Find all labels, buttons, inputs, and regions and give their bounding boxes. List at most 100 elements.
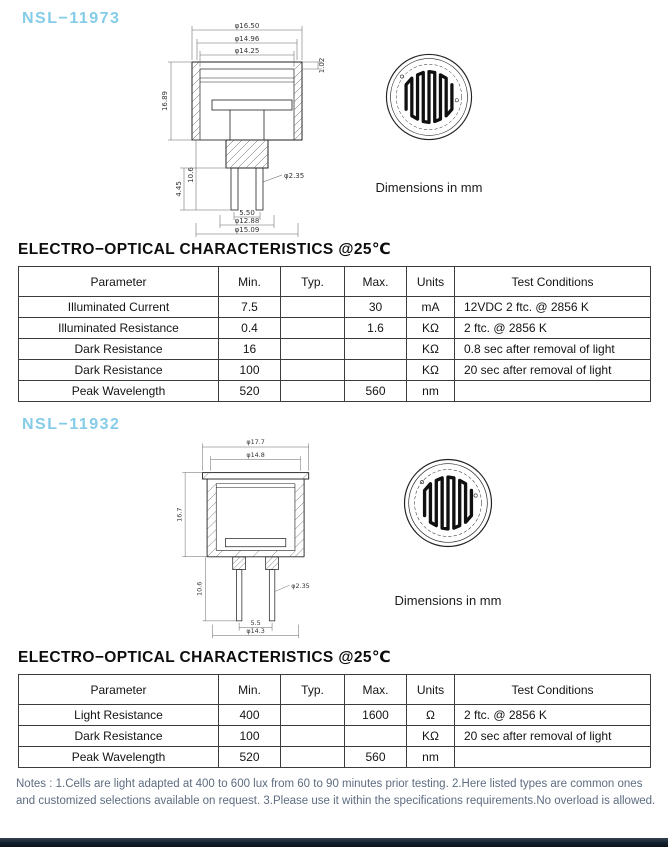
dim-label-mid-dia: φ14.96 bbox=[235, 35, 260, 43]
table-cell bbox=[280, 296, 345, 318]
cross-section-hatching bbox=[202, 472, 309, 570]
side-view-drawing-nsl-11932: φ17.7 φ14.8 16.7 10.6 φ2.35 5.5 φ14.3 bbox=[175, 438, 310, 639]
table-cell: 2 ftc. @ 2856 K bbox=[454, 317, 651, 339]
table-cell bbox=[280, 359, 345, 381]
table-cell: Dark Resistance bbox=[18, 359, 219, 381]
column-header: Parameter bbox=[18, 266, 219, 297]
table-cell: 0.4 bbox=[218, 317, 281, 339]
table-cell: 0.8 sec after removal of light bbox=[454, 338, 651, 360]
dim-label-lower-height: 10.6 bbox=[187, 167, 195, 183]
column-header: Max. bbox=[344, 266, 407, 297]
cross-section-hatching bbox=[191, 61, 303, 169]
dim-label-lead-spacing: 5.5 bbox=[251, 619, 261, 627]
table-cell: 20 sec after removal of light bbox=[454, 725, 651, 747]
table-cell: Peak Wavelength bbox=[18, 380, 219, 402]
dim-label-outer-dia: φ16.50 bbox=[235, 22, 260, 30]
dim-label-height: 16.89 bbox=[161, 91, 169, 111]
table-cell: KΩ bbox=[406, 359, 455, 381]
table-cell: mA bbox=[406, 296, 455, 318]
table-cell bbox=[344, 338, 407, 360]
dimension-labels: φ17.7 φ14.8 16.7 10.6 φ2.35 5.5 φ14.3 bbox=[175, 438, 309, 635]
table-header-row: Parameter Min. Typ. Max. Units Test Cond… bbox=[18, 266, 651, 297]
side-view-drawing-nsl-11973: φ16.50 φ14.96 φ14.25 1.02 16.89 4.45 10.… bbox=[161, 22, 326, 237]
table-cell: 520 bbox=[218, 746, 281, 768]
column-header: Typ. bbox=[280, 674, 345, 705]
table-cell: 1600 bbox=[344, 704, 407, 726]
table-row: Illuminated Resistance 0.4 1.6 KΩ 2 ftc.… bbox=[18, 317, 651, 339]
table-cell: KΩ bbox=[406, 338, 455, 360]
table-cell: nm bbox=[406, 380, 455, 402]
table-cell bbox=[280, 725, 345, 747]
table-cell: 520 bbox=[218, 380, 281, 402]
footer-bar bbox=[0, 838, 668, 847]
footnotes: Notes : 1.Cells are light adapted at 400… bbox=[16, 778, 656, 807]
table-cell: Dark Resistance bbox=[18, 338, 219, 360]
table-row: Light Resistance 400 1600 Ω 2 ftc. @ 285… bbox=[18, 704, 651, 726]
package-rings bbox=[385, 53, 473, 141]
table-cell: Illuminated Resistance bbox=[18, 317, 219, 339]
dim-label-base-dia: φ12.88 bbox=[235, 217, 260, 225]
table-cell: 12VDC 2 ftc. @ 2856 K bbox=[454, 296, 651, 318]
column-header: Parameter bbox=[18, 674, 219, 705]
dimension-lines bbox=[182, 443, 309, 639]
table-cell: 100 bbox=[218, 725, 281, 747]
table-cell: Peak Wavelength bbox=[18, 746, 219, 768]
top-view-drawing-nsl-11932 bbox=[403, 458, 493, 548]
photocell-serpentine-pattern bbox=[422, 475, 474, 531]
table-row: Dark Resistance 16 KΩ 0.8 sec after remo… bbox=[18, 338, 651, 360]
dim-label-lower-height: 10.6 bbox=[196, 582, 204, 596]
housing-outline bbox=[202, 472, 310, 622]
dimensions-note-2: Dimensions in mm bbox=[394, 593, 502, 608]
table-row: Peak Wavelength 520 560 nm bbox=[18, 746, 651, 768]
table-cell: KΩ bbox=[406, 725, 455, 747]
column-header: Test Conditions bbox=[454, 266, 651, 297]
table-cell bbox=[344, 725, 407, 747]
package-rings bbox=[403, 458, 493, 548]
table-header-row: Parameter Min. Typ. Max. Units Test Cond… bbox=[18, 674, 651, 705]
table-cell: 100 bbox=[218, 359, 281, 381]
column-header: Typ. bbox=[280, 266, 345, 297]
table-row: Illuminated Current 7.5 30 mA 12VDC 2 ft… bbox=[18, 296, 651, 318]
table-cell: Light Resistance bbox=[18, 704, 219, 726]
table-cell: 1.6 bbox=[344, 317, 407, 339]
column-header: Min. bbox=[218, 266, 281, 297]
table-cell: 7.5 bbox=[218, 296, 281, 318]
table-cell bbox=[280, 338, 345, 360]
table-cell bbox=[280, 704, 345, 726]
table-cell: nm bbox=[406, 746, 455, 768]
eo-heading-nsl-11973: ELECTRO−OPTICAL CHARACTERISTICS @25℃ bbox=[18, 241, 392, 258]
table-cell bbox=[280, 746, 345, 768]
dim-label-lead-length: 4.45 bbox=[175, 181, 183, 197]
dimension-labels: φ16.50 φ14.96 φ14.25 1.02 16.89 4.45 10.… bbox=[161, 22, 326, 234]
table-cell: 560 bbox=[344, 746, 407, 768]
dim-label-lead-dia: φ2.35 bbox=[291, 582, 309, 590]
table-row: Dark Resistance 100 KΩ 20 sec after remo… bbox=[18, 725, 651, 747]
column-header: Units bbox=[406, 674, 455, 705]
dim-label-lead-dia: φ2.35 bbox=[284, 172, 304, 180]
dim-label-bottom-dia: φ15.09 bbox=[235, 226, 260, 234]
column-header: Max. bbox=[344, 674, 407, 705]
table-cell: 20 sec after removal of light bbox=[454, 359, 651, 381]
dim-label-cap-lip: 1.02 bbox=[318, 58, 326, 74]
model-title-nsl-11932: NSL−11932 bbox=[22, 416, 121, 433]
dim-label-height: 16.7 bbox=[175, 508, 183, 522]
table-cell bbox=[280, 380, 345, 402]
dim-label-lead-spacing: 5.50 bbox=[239, 209, 255, 217]
dimensions-note-1: Dimensions in mm bbox=[375, 180, 483, 195]
top-view-drawing-nsl-11973 bbox=[385, 53, 473, 141]
dim-label-inner-dia: φ14.8 bbox=[246, 451, 264, 459]
eo-table-nsl-11932: Parameter Min. Typ. Max. Units Test Cond… bbox=[18, 674, 651, 768]
dimension-lines bbox=[168, 26, 322, 237]
table-cell: 16 bbox=[218, 338, 281, 360]
eo-heading-nsl-11932: ELECTRO−OPTICAL CHARACTERISTICS @25℃ bbox=[18, 649, 392, 666]
table-cell bbox=[454, 746, 651, 768]
table-cell: 30 bbox=[344, 296, 407, 318]
photocell-serpentine-pattern bbox=[404, 70, 454, 125]
housing-outline bbox=[191, 61, 303, 211]
column-header: Units bbox=[406, 266, 455, 297]
table-row: Peak Wavelength 520 560 nm bbox=[18, 380, 651, 402]
table-cell: Illuminated Current bbox=[18, 296, 219, 318]
table-cell bbox=[344, 359, 407, 381]
table-cell bbox=[454, 380, 651, 402]
